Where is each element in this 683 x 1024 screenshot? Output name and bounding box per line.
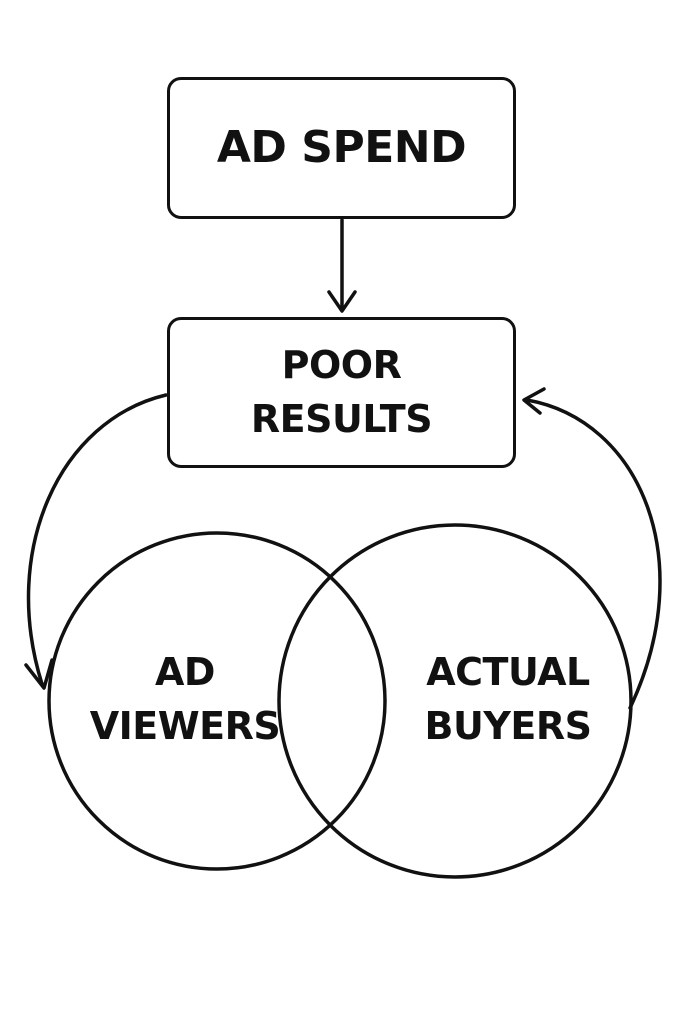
poor-results-label: POOR RESULTS xyxy=(250,342,433,441)
actual-buyers-label-wrap: ACTUAL BUYERS xyxy=(390,630,626,770)
arrow-poorresults-to-adviewers xyxy=(24,393,168,690)
arrow-actualbuyers-to-poorresults xyxy=(522,387,662,710)
ad-spend-box: AD SPEND xyxy=(167,77,516,219)
ad-viewers-label: AD VIEWERS xyxy=(89,650,281,748)
venn-circle-actual-buyers xyxy=(277,523,633,879)
ad-spend-label: AD SPEND xyxy=(216,122,467,174)
ad-viewers-label-wrap: AD VIEWERS xyxy=(70,630,300,770)
venn-circle-ad-viewers xyxy=(47,531,387,871)
arrow-adspend-to-poorresults xyxy=(327,218,357,313)
actual-buyers-label: ACTUAL BUYERS xyxy=(424,650,592,748)
poor-results-box: POOR RESULTS xyxy=(167,317,516,468)
